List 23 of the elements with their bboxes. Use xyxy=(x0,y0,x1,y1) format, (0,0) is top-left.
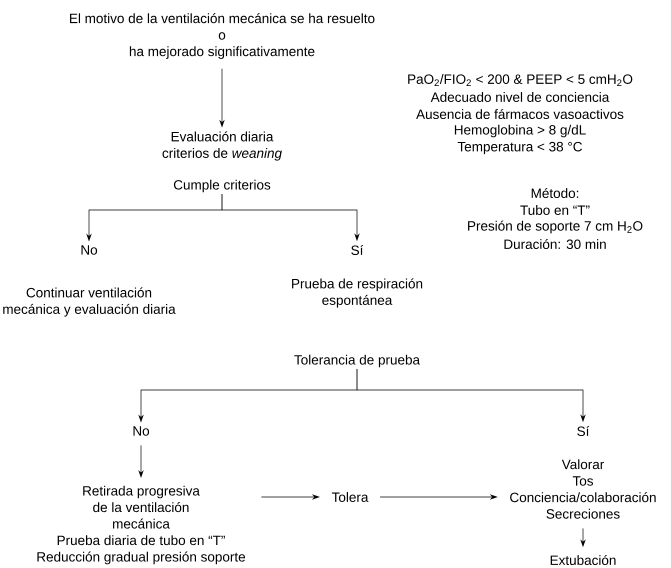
flow-text: Sí xyxy=(351,244,364,256)
flow-text: Extubación xyxy=(550,554,616,566)
note-text: Duración: 30 min xyxy=(504,238,606,250)
note-text: Método: xyxy=(532,188,578,198)
note-text: Presión de soporte 7 cm H$_{2}$O xyxy=(468,220,642,234)
flow-text: Tolerancia de prueba xyxy=(294,354,420,368)
flow-text: Retirada progresiva de la ventilación mecánica Prueba diaria de tubo en “T” Reducción gradual presión soporte xyxy=(37,486,246,564)
flow-text: No xyxy=(82,245,98,255)
note-text: Continuar ventilación mecánica y evaluación diaria xyxy=(3,287,176,317)
note-text: Tubo en “T” xyxy=(520,205,590,215)
note-text: Prueba de respiración espontánea xyxy=(292,278,422,308)
flow-text: Tolera xyxy=(332,492,368,502)
flow-text: Evaluación diaria criterios de weaning xyxy=(162,131,282,161)
flow-text: Cumple criterios xyxy=(174,180,270,192)
note-text: Adecuado nivel de conciencia xyxy=(430,92,610,102)
note-text: Ausencia de fármacos vasoactivos xyxy=(416,108,624,120)
note-text: PaO$_{2}$/FIO$_{2}$ < 200 & PEEP < 5 cmH$_{2}$O xyxy=(408,74,632,86)
flow-text: El motivo de la ventilación mecánica se ha resuelto o ha mejorado significativamente xyxy=(70,13,374,59)
flow-text: Valorar Tos Conciencia/colaboración Secreciones xyxy=(510,459,656,519)
flow-text: No xyxy=(134,426,150,436)
flow-text: Sí xyxy=(577,426,590,436)
note-text: Hemoglobina > 8 g/dL xyxy=(454,124,586,138)
note-text: Temperatura < 38 °C xyxy=(458,142,582,154)
